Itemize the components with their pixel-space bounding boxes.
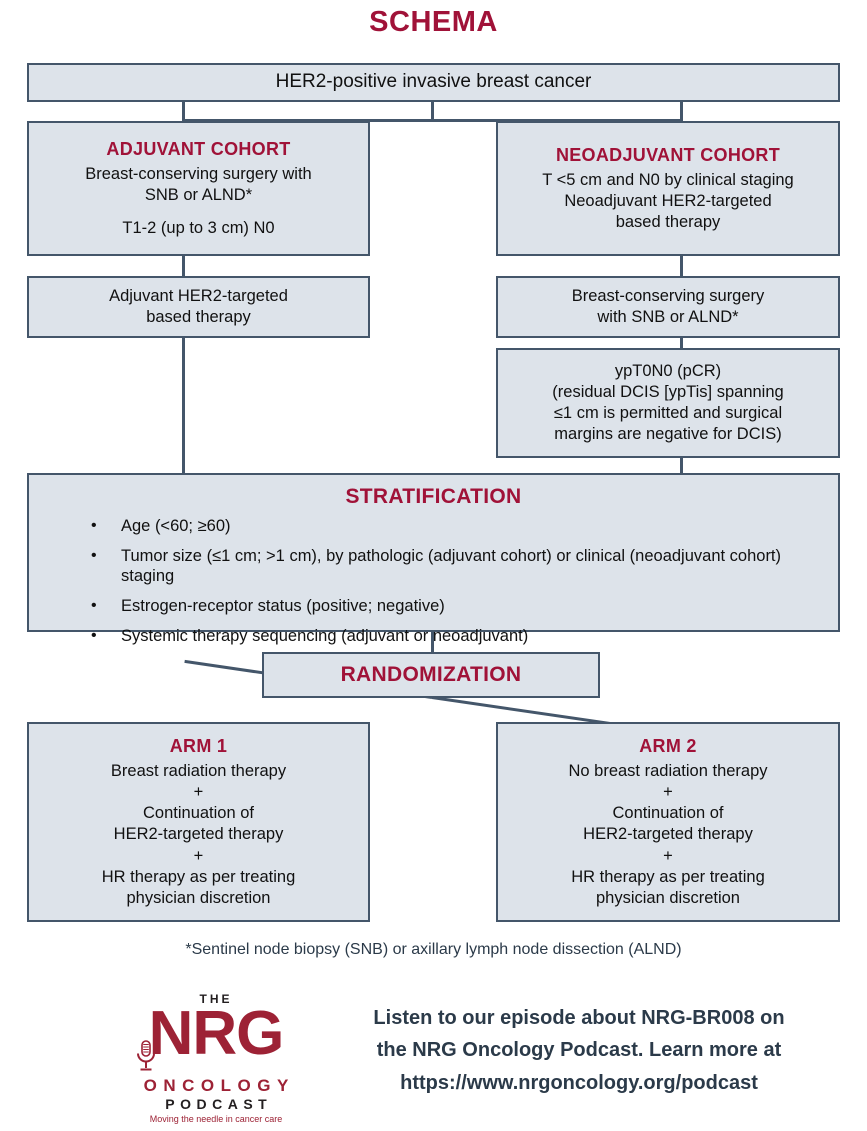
bullet-icon: • bbox=[91, 627, 97, 644]
connector-adjuvant-cohort-to-therapy bbox=[182, 254, 185, 278]
nrg-oncology-podcast-logo: THE NRG ONCOLOGY PODCAST Moving the need… bbox=[118, 992, 314, 1126]
arm2-line6: HR therapy as per treating bbox=[571, 867, 765, 886]
neoadjuvant-surgery-box: Breast-conserving surgery with SNB or AL… bbox=[496, 276, 840, 338]
adjuvant-cohort-heading: ADJUVANT COHORT bbox=[106, 139, 291, 160]
randomization-label: RANDOMIZATION bbox=[340, 662, 522, 686]
arm1-line4: HER2-targeted therapy bbox=[113, 825, 284, 844]
pcr-line2: (residual DCIS [ypTis] spanning bbox=[552, 382, 784, 401]
podcast-cta-line1: Listen to our episode about NRG-BR008 on bbox=[373, 1007, 785, 1029]
logo-the-text: THE bbox=[199, 992, 233, 1006]
neoadjuvant-surgery-line1: Breast-conserving surgery bbox=[571, 286, 765, 305]
arm2-box: ARM 2 No breast radiation therapy + Cont… bbox=[496, 722, 840, 922]
bullet-icon: • bbox=[91, 546, 97, 564]
arm2-line3: Continuation of bbox=[612, 804, 724, 823]
arm1-line1: Breast radiation therapy bbox=[110, 762, 287, 781]
arm1-line7: physician discretion bbox=[126, 888, 271, 907]
connector-to-adjuvant-cohort bbox=[182, 100, 185, 122]
neoadjuvant-cohort-line2: Neoadjuvant HER2-targeted bbox=[564, 191, 772, 210]
adjuvant-cohort-line2: SNB or ALND* bbox=[144, 186, 253, 205]
arm1-heading: ARM 1 bbox=[169, 736, 228, 757]
randomization-box: RANDOMIZATION bbox=[262, 652, 600, 698]
pcr-line4: margins are negative for DCIS) bbox=[554, 425, 782, 444]
arm1-box: ARM 1 Breast radiation therapy + Continu… bbox=[27, 722, 370, 922]
adjuvant-therapy-line1: Adjuvant HER2-targeted bbox=[109, 286, 288, 305]
population-box: HER2-positive invasive breast cancer bbox=[27, 63, 840, 102]
bullet-icon: • bbox=[91, 597, 97, 615]
microphone-icon bbox=[137, 1040, 155, 1071]
neoadjuvant-cohort-line1: T <5 cm and N0 by clinical staging bbox=[542, 170, 794, 189]
arm2-line4: HER2-targeted therapy bbox=[583, 825, 753, 844]
stratification-item: • Age (<60; ≥60) bbox=[91, 516, 812, 537]
podcast-cta: Listen to our episode about NRG-BR008 on… bbox=[305, 1002, 853, 1099]
stratification-heading: STRATIFICATION bbox=[345, 485, 522, 508]
logo-tagline: Moving the needle in cancer care bbox=[149, 1114, 283, 1124]
pcr-line1: ypT0N0 (pCR) bbox=[614, 361, 722, 380]
connector-adjuvant-therapy-to-stratification bbox=[182, 336, 185, 475]
adjuvant-therapy-box: Adjuvant HER2-targeted based therapy bbox=[27, 276, 370, 338]
logo-nrg-text: NRG bbox=[148, 999, 285, 1068]
stratification-item-label: Estrogen-receptor status (positive; nega… bbox=[121, 597, 445, 616]
adjuvant-cohort-line3: T1-2 (up to 3 cm) N0 bbox=[122, 218, 275, 237]
stratification-box: STRATIFICATION • Age (<60; ≥60) • Tumor … bbox=[27, 473, 840, 645]
population-text: HER2-positive invasive breast cancer bbox=[275, 71, 592, 93]
connector-population-down bbox=[431, 100, 434, 122]
footnote: *Sentinel node biopsy (SNB) or axillary … bbox=[185, 941, 682, 958]
neoadjuvant-cohort-heading: NEOADJUVANT COHORT bbox=[555, 144, 781, 165]
bullet-icon: • bbox=[91, 516, 97, 534]
pcr-line3: ≤1 cm is permitted and surgical bbox=[553, 404, 783, 422]
podcast-url[interactable]: https://www.nrgoncology.org/podcast bbox=[400, 1071, 758, 1094]
logo-podcast-text: PODCAST bbox=[165, 1096, 273, 1112]
connector-to-neoadjuvant-cohort bbox=[680, 100, 683, 122]
arm2-line1: No breast radiation therapy bbox=[568, 762, 768, 781]
arm2-line2: + bbox=[663, 783, 673, 802]
page-title: SCHEMA bbox=[369, 6, 498, 38]
adjuvant-cohort-box: ADJUVANT COHORT Breast-conserving surger… bbox=[27, 121, 370, 256]
stratification-item-label: Tumor size (≤1 cm; >1 cm), by pathologic… bbox=[121, 546, 782, 586]
connector-neoadjuvant-cohort-to-surgery bbox=[680, 254, 683, 278]
arm1-line2: + bbox=[193, 783, 204, 802]
neoadjuvant-cohort-box: NEOADJUVANT COHORT T <5 cm and N0 by cli… bbox=[496, 121, 840, 256]
arm1-line5: + bbox=[193, 846, 204, 865]
stratification-item: • Tumor size (≤1 cm; >1 cm), by patholog… bbox=[91, 546, 812, 588]
neoadjuvant-cohort-line3: based therapy bbox=[615, 213, 721, 232]
connector-pcr-to-stratification bbox=[680, 456, 683, 475]
arm1-line6: HR therapy as per treating bbox=[101, 867, 296, 886]
arm1-line3: Continuation of bbox=[143, 804, 254, 823]
arm2-line5: + bbox=[663, 846, 673, 865]
podcast-cta-line2: the NRG Oncology Podcast. Learn more at bbox=[376, 1039, 782, 1062]
arm2-line7: physician discretion bbox=[596, 888, 740, 907]
connector-cohort-spine bbox=[182, 119, 682, 122]
connector-stratification-to-randomization bbox=[431, 630, 434, 654]
stratification-list: • Age (<60; ≥60) • Tumor size (≤1 cm; >1… bbox=[29, 516, 838, 647]
arm2-heading: ARM 2 bbox=[639, 736, 697, 757]
stratification-item-label: Systemic therapy sequencing (adjuvant or… bbox=[121, 627, 529, 645]
connector-surgery-to-pcr bbox=[680, 336, 683, 350]
pcr-criteria-box: ypT0N0 (pCR) (residual DCIS [ypTis] span… bbox=[496, 348, 840, 458]
stratification-item: • Systemic therapy sequencing (adjuvant … bbox=[91, 626, 812, 647]
stratification-item-label: Age (<60; ≥60) bbox=[121, 516, 231, 535]
adjuvant-therapy-line2: based therapy bbox=[146, 308, 251, 326]
neoadjuvant-surgery-line2: with SNB or ALND* bbox=[597, 308, 739, 326]
adjuvant-cohort-line1: Breast-conserving surgery with bbox=[85, 165, 312, 184]
logo-oncology-text: ONCOLOGY bbox=[143, 1076, 295, 1095]
stratification-item: • Estrogen-receptor status (positive; ne… bbox=[91, 596, 812, 617]
